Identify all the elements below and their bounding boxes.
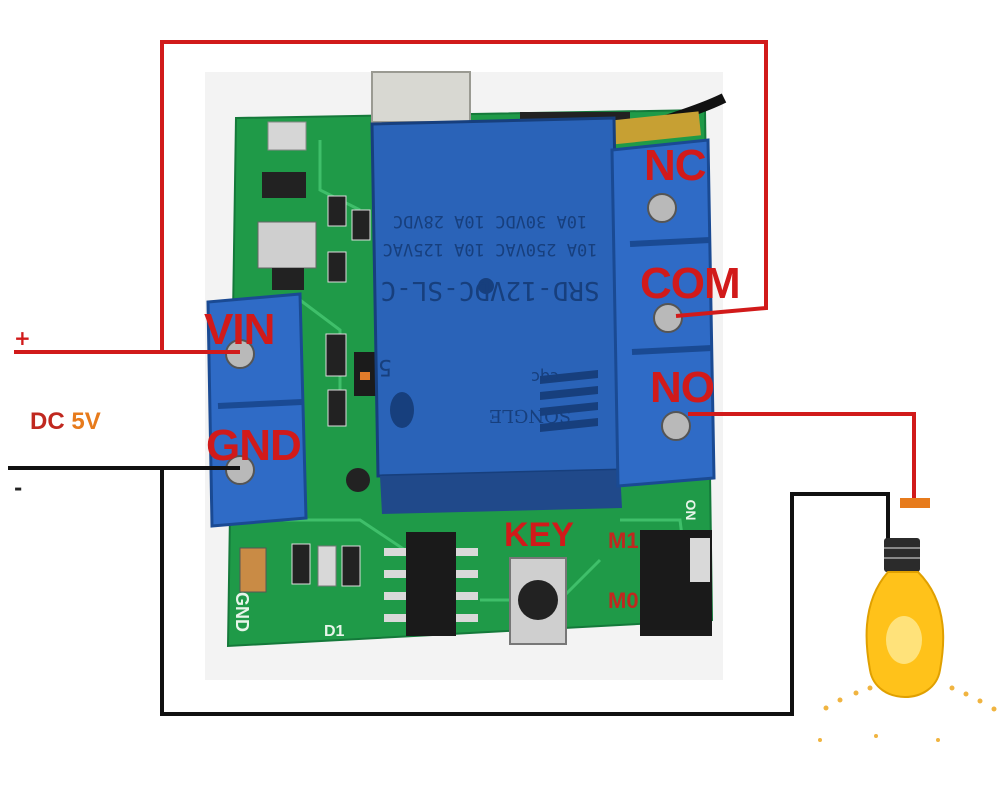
relay-base [380,470,622,514]
mode-jumper [690,538,710,582]
relay-rating-2: 10A 30VDC 10A 28VDC [393,211,587,231]
terminal-screw-nc [647,193,677,223]
label-supply: DC 5V [30,410,101,434]
led [317,545,337,587]
relay-logo [540,370,598,432]
label-m1: M1 [608,528,639,553]
transistor [346,468,370,492]
bulb-lead [900,498,930,508]
bulb-socket [884,538,920,572]
usb-connector [371,71,471,123]
silk-d1: D1 [324,623,345,640]
resistor [327,389,347,427]
smd-transistor [272,268,304,290]
terminal-screw-com [653,303,683,333]
label-com: COM [640,259,741,308]
smd-component [267,121,307,151]
light-bulb [865,538,945,698]
label-dc: DC [30,408,65,435]
antenna-sleeve [608,111,702,145]
silk-gnd: GND [232,592,252,632]
positive-wire [14,40,916,500]
label-voltage: 5V [71,408,101,435]
bulb-glow [818,685,997,742]
label-gnd: GND [206,421,302,470]
inductor [257,221,317,269]
label-plus: + [14,326,31,350]
relay-brand: SONGLE [489,405,571,426]
relay-cert: cqc [531,368,559,387]
resistor [327,251,347,283]
label-nc: NC [644,141,707,190]
label-no: NO [650,363,715,412]
label-m0: M0 [608,588,639,613]
terminal-divider [217,399,303,409]
relay-model: SRD-12VDC-SL-C [380,275,599,305]
terminal-divider [631,345,713,355]
silk-on: ON [683,500,699,521]
resistor [351,209,371,241]
capacitor [239,547,267,593]
resistor [327,195,347,227]
diode-band [360,372,370,380]
label-key: KEY [504,516,574,554]
relay-mark [390,392,414,428]
ic-chip [406,532,456,636]
regulator-chip [262,172,306,198]
relay-print: SRD-12VDC-SL-C 10A 250VAC 10A 125VAC 10A… [378,211,600,426]
label-vin: VIN [204,305,275,354]
key-button-cap [518,580,558,620]
terminal-divider [629,237,711,247]
resistor [341,545,361,587]
relay-dot [478,278,494,294]
terminal-screw-no [661,411,691,441]
relay-rating-1: 10A 250VAC 10A 125VAC [383,239,598,259]
label-minus: - [14,476,23,500]
relay-number: 5 [378,354,392,379]
ic-pins [384,548,478,622]
resistor [325,333,347,377]
negative-wire [8,466,890,716]
bulb-highlight [886,616,922,664]
resistor [291,543,311,585]
